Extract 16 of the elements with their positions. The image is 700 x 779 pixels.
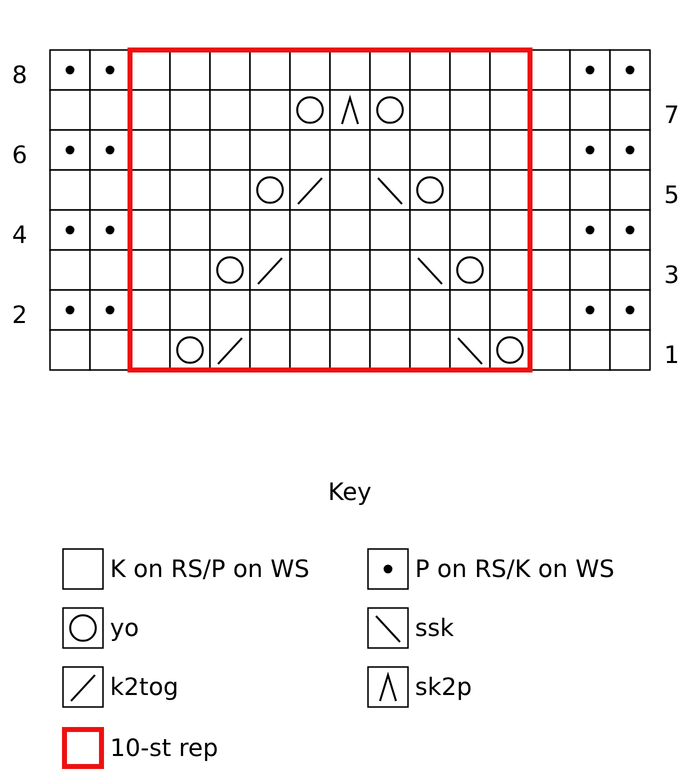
row-number: 5 — [664, 183, 680, 207]
legend-label: ssk — [415, 616, 454, 640]
row-number: 4 — [12, 223, 28, 247]
row-number: 2 — [12, 303, 28, 327]
row-number: 8 — [12, 63, 28, 87]
legend-label: yo — [110, 616, 139, 640]
row-number: 1 — [664, 343, 680, 367]
row-number: 6 — [12, 143, 28, 167]
legend-label: K on RS/P on WS — [110, 557, 310, 581]
legend-label: P on RS/K on WS — [415, 557, 614, 581]
row-number: 7 — [664, 103, 680, 127]
legend-label: 10-st rep — [110, 736, 218, 760]
legend-title: Key — [328, 480, 372, 504]
legend-label: sk2p — [415, 675, 472, 699]
row-number: 3 — [664, 263, 680, 287]
legend-label: k2tog — [110, 675, 178, 699]
